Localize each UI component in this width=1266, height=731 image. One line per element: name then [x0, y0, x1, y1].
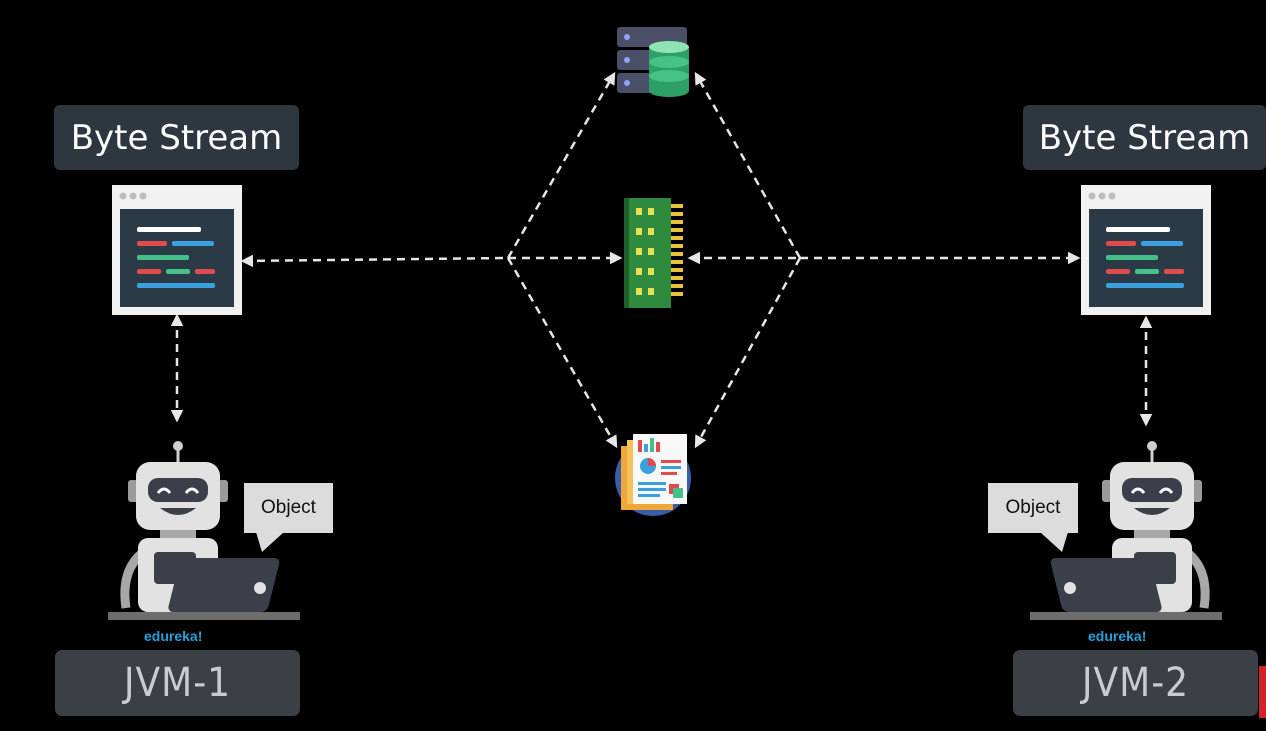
right-bubble-tail	[1040, 532, 1068, 552]
jvm-2-label: JVM-2	[1013, 650, 1258, 716]
arrow-left-window-to-hub	[240, 254, 509, 268]
left-bubble-tail	[256, 532, 284, 552]
arrow-hub-to-report	[506, 257, 618, 449]
left-byte-stream-label: Byte Stream	[54, 105, 299, 170]
code-window-icon	[112, 185, 242, 315]
jvm-1-label: JVM-1	[55, 650, 300, 716]
right-brand-mark: edureka!	[1088, 628, 1147, 644]
report-document-icon	[615, 434, 691, 516]
arrow-right-hub-to-database	[694, 71, 802, 259]
edge-red-tab	[1259, 666, 1266, 718]
right-object-bubble: Object	[988, 483, 1078, 533]
code-window-icon	[1081, 185, 1211, 315]
arrow-right-hub-to-report	[694, 257, 802, 449]
robot-icon	[108, 441, 300, 620]
database-server-icon	[617, 27, 689, 97]
left-brand-mark: edureka!	[144, 628, 203, 644]
memory-chip-icon	[624, 198, 683, 308]
arrow-hub-to-database	[506, 71, 616, 259]
robot-icon	[1030, 441, 1222, 620]
right-byte-stream-label: Byte Stream	[1023, 105, 1266, 170]
left-object-bubble: Object	[244, 483, 333, 533]
